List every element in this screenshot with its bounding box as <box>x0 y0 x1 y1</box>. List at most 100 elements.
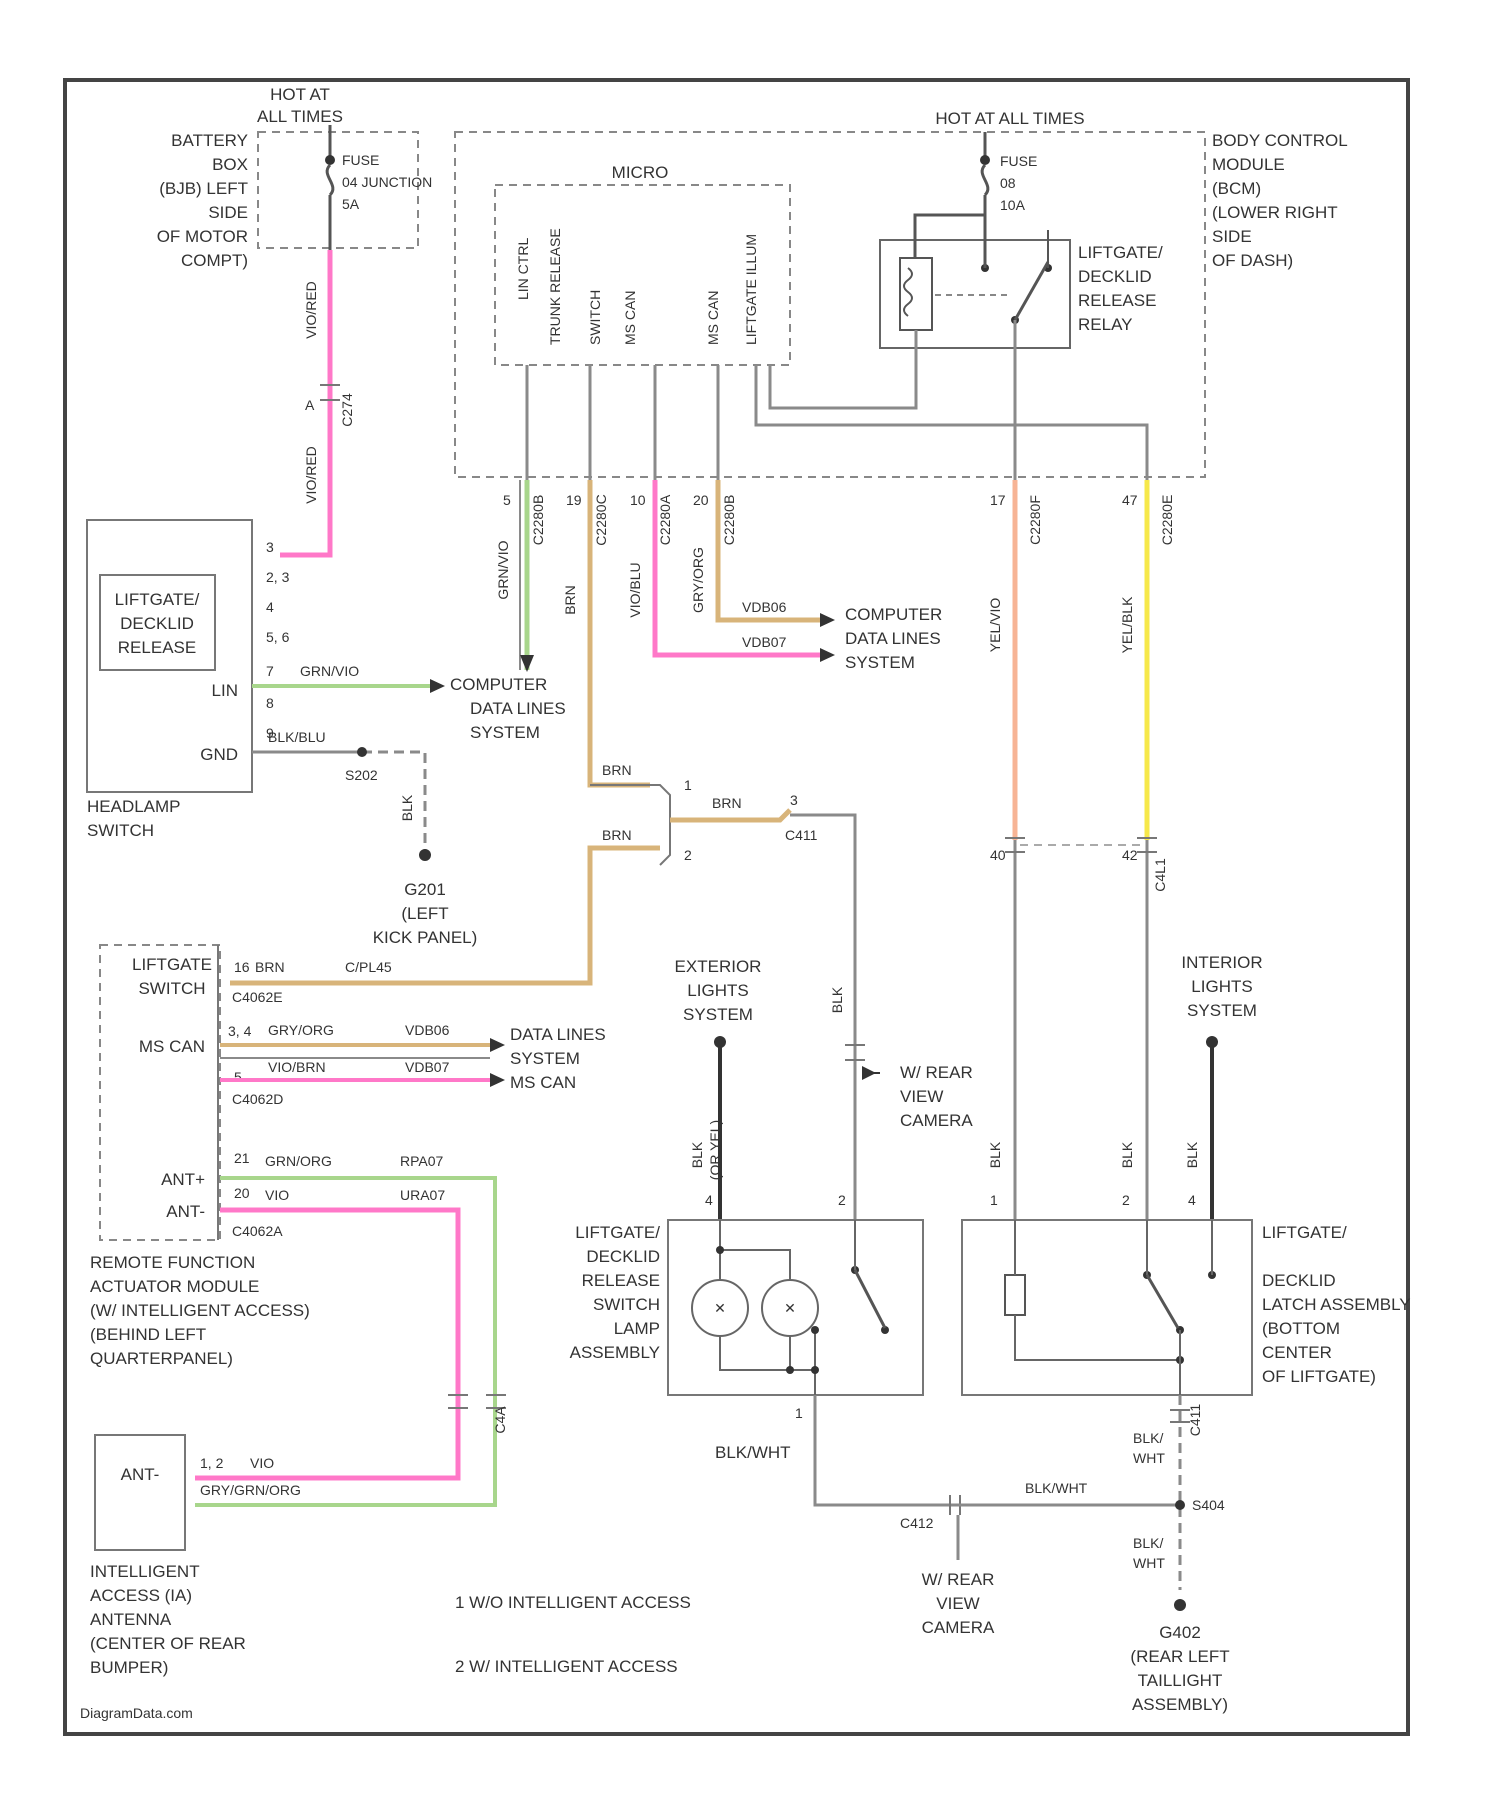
relay-switch <box>1015 262 1048 320</box>
computer-data-lines-left-3: SYSTEM <box>470 723 540 742</box>
fuse-symbol <box>327 165 333 195</box>
antenna-box-label: ANT- <box>121 1465 160 1484</box>
rear-cam-bottom-2: VIEW <box>936 1594 979 1613</box>
splice-s202-label: S202 <box>345 767 378 783</box>
arrow-right <box>862 1066 876 1080</box>
latch-label-5: CENTER <box>1262 1343 1332 1362</box>
g402-label-3: TAILLIGHT <box>1138 1671 1223 1690</box>
wire-label-vio-red: VIO/RED <box>303 281 319 339</box>
battery-box-label-3: (BJB) LEFT <box>159 179 248 198</box>
battery-fuse-label-1: FUSE <box>342 152 379 168</box>
bcm-label-3: (BCM) <box>1212 179 1261 198</box>
wire-vio-blu <box>655 480 820 655</box>
splice-pin-1: 1 <box>684 777 692 793</box>
latch-ground-wire-2: WHT <box>1133 1450 1165 1466</box>
vdb06-label: VDB06 <box>742 599 787 615</box>
rfa-wire-vio-brn: VIO/BRN <box>268 1059 326 1075</box>
signal-ms-can-1: MS CAN <box>622 291 638 345</box>
rfa-conn-1: C4062E <box>232 989 283 1005</box>
footer-source: DiagramData.com <box>80 1705 193 1721</box>
relay-label-4: RELAY <box>1078 315 1133 334</box>
latch-wire-2: BLK <box>1119 1141 1135 1168</box>
antenna-label-3: ANTENNA <box>90 1610 172 1629</box>
relay-label-1: LIFTGATE/ <box>1078 243 1163 262</box>
ground-bus-connector: C412 <box>900 1515 934 1531</box>
computer-data-lines-left-2: DATA LINES <box>470 699 566 718</box>
latch-label-3: LATCH ASSEMBLY <box>1262 1295 1411 1314</box>
rfa-data-lines-3: MS CAN <box>510 1073 576 1092</box>
c4l1-pin-40: 40 <box>990 847 1006 863</box>
splice-wire-2: BRN <box>712 795 742 811</box>
ground-bus-wire2-1: BLK/ <box>1133 1535 1163 1551</box>
g402-label-1: G402 <box>1159 1623 1201 1642</box>
splice-pin-2: 2 <box>684 847 692 863</box>
antenna-label-1: INTELLIGENT <box>90 1562 200 1581</box>
battery-box-label-5: OF MOTOR <box>157 227 248 246</box>
signal-liftgate-illum: LIFTGATE ILLUM <box>743 234 759 345</box>
bcm-label-6: OF DASH) <box>1212 251 1293 270</box>
rfa-pin-16: 16 <box>234 959 250 975</box>
bcm-pin-17: 17 <box>990 492 1006 508</box>
rfa-pin-5: 5 <box>234 1069 242 1085</box>
g201-label-3: KICK PANEL) <box>373 928 478 947</box>
hs-pin-5-6: 5, 6 <box>266 629 290 645</box>
micro-label: MICRO <box>612 163 669 182</box>
exterior-lights-2: LIGHTS <box>687 981 748 1000</box>
rfa-wire-grn-org: GRN/ORG <box>265 1153 332 1169</box>
relay-box <box>880 240 1070 348</box>
wire-label-yel-vio: YEL/VIO <box>987 598 1003 653</box>
rfa-wire-vdb06: VDB06 <box>405 1022 450 1038</box>
headlamp-label-1: HEADLAMP <box>87 797 181 816</box>
relay-coil <box>900 258 932 330</box>
bcm-pin-20: 20 <box>693 492 709 508</box>
g201-label-1: G201 <box>404 880 446 899</box>
rfa-label-1: REMOTE FUNCTION <box>90 1253 255 1272</box>
rear-cam-top-3: CAMERA <box>900 1111 973 1130</box>
latch-pin-4: 4 <box>1188 1192 1196 1208</box>
rfa-conn-2: C4062D <box>232 1091 283 1107</box>
battery-box-label-1: BATTERY <box>171 131 248 150</box>
bcm-conn-6: C2280E <box>1159 495 1175 546</box>
switch-lamp-ground-wire: BLK/WHT <box>715 1443 791 1462</box>
headlamp-switch: LIFTGATE/ DECKLID RELEASE HEADLAMP SWITC… <box>87 520 290 840</box>
bcm-pin-47: 47 <box>1122 492 1138 508</box>
latch-label-2: DECKLID <box>1262 1271 1336 1290</box>
bcm-conn-3: C2280A <box>657 494 673 545</box>
latch-label-4: (BOTTOM <box>1262 1319 1340 1338</box>
wire-label-yel-blk: YEL/BLK <box>1119 596 1135 653</box>
headlamp-label-2: SWITCH <box>87 821 154 840</box>
rfa-conn-3: C4062A <box>232 1223 283 1239</box>
rear-cam-top-2: VIEW <box>900 1087 943 1106</box>
splice-s202-dot <box>357 747 367 757</box>
vdb07-label: VDB07 <box>742 634 787 650</box>
signal-switch: SWITCH <box>587 290 603 345</box>
switch-lamp-pin-2: 2 <box>838 1192 846 1208</box>
splice-brn: BRN BRN BRN 1 2 3 C411 <box>230 762 818 983</box>
rfa-ms-can: MS CAN <box>139 1037 205 1056</box>
signal-ms-can-2: MS CAN <box>705 291 721 345</box>
c4l1-label: C4L1 <box>1152 858 1168 892</box>
headlamp-module-2: DECKLID <box>120 614 194 633</box>
relay-label-3: RELEASE <box>1078 291 1156 310</box>
bcm-conn-2: C2280C <box>593 494 609 545</box>
g201-wire-label: BLK <box>399 794 415 821</box>
bcm-label-2: MODULE <box>1212 155 1285 174</box>
battery-junction-box: HOT AT ALL TIMES BATTERY BOX (BJB) LEFT … <box>157 85 433 270</box>
switch-lamp-label-5: LAMP <box>614 1319 660 1338</box>
switch-lamp-wire-yel: (OR YEL) <box>707 1120 723 1180</box>
splice-pin-3: 3 <box>790 792 798 808</box>
rfa-data-lines-1: DATA LINES <box>510 1025 606 1044</box>
c4l1-pin-42: 42 <box>1122 847 1138 863</box>
rfa-wire-cpl45: C/PL45 <box>345 959 392 975</box>
splice-connector: C411 <box>785 827 818 843</box>
body-control-module: HOT AT ALL TIMES BODY CONTROL MODULE (BC… <box>455 109 1348 480</box>
connector-pin-a: A <box>305 397 315 413</box>
ground-g402-dot <box>1174 1599 1186 1611</box>
wire-label-vio-blu: VIO/BLU <box>627 562 643 617</box>
latch-pin-2: 2 <box>1122 1192 1130 1208</box>
bcm-label-4: (LOWER RIGHT <box>1212 203 1338 222</box>
splice-wire-1: BRN <box>602 762 632 778</box>
switch-lamp-pin-1: 1 <box>795 1405 803 1421</box>
release-switch <box>855 1270 885 1328</box>
